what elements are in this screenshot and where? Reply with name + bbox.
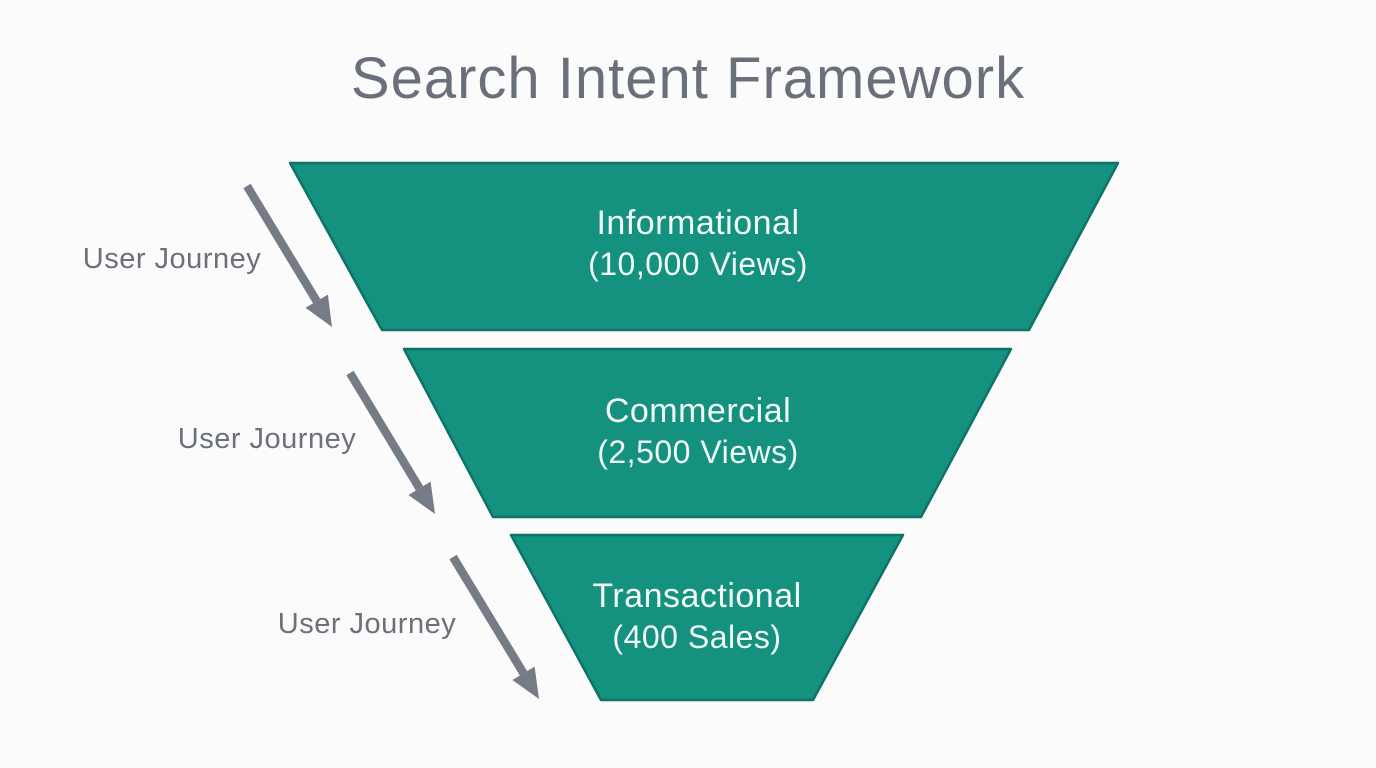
- page-title: Search Intent Framework: [350, 46, 1026, 111]
- arrow-down-right-icon: [305, 294, 332, 327]
- segment-value: (2,500 Views): [597, 434, 799, 470]
- funnel-segment-commercial-shape: [402, 347, 1013, 519]
- segment-label: Transactional: [592, 577, 802, 615]
- arrow-shaft: [346, 370, 424, 491]
- funnel-segment-informational-shape: [288, 161, 1120, 332]
- funnel-segment-transactional-text: Transactional (400 Sales): [437, 576, 957, 658]
- segment-value: (10,000 Views): [588, 246, 808, 282]
- user-journey-label-3: User Journey: [277, 608, 457, 640]
- user-journey-arrow-2: [346, 370, 435, 514]
- segment-label: Informational: [596, 204, 800, 242]
- user-journey-arrow-1: [243, 183, 332, 327]
- segment-label: Commercial: [604, 392, 792, 430]
- user-journey-label-1: User Journey: [82, 243, 262, 275]
- funnel-segment-informational-text: Informational (10,000 Views): [438, 203, 958, 285]
- arrow-shaft: [243, 183, 321, 304]
- funnel-segment-transactional-shape: [509, 533, 905, 702]
- segment-value: (400 Sales): [612, 619, 782, 655]
- arrow-shaft: [449, 554, 528, 676]
- funnel-segment-commercial-text: Commercial (2,500 Views): [438, 391, 958, 473]
- arrow-down-right-icon: [408, 481, 435, 514]
- user-journey-label-2: User Journey: [177, 423, 357, 455]
- arrow-down-right-icon: [512, 666, 539, 699]
- user-journey-arrow-3: [449, 554, 539, 699]
